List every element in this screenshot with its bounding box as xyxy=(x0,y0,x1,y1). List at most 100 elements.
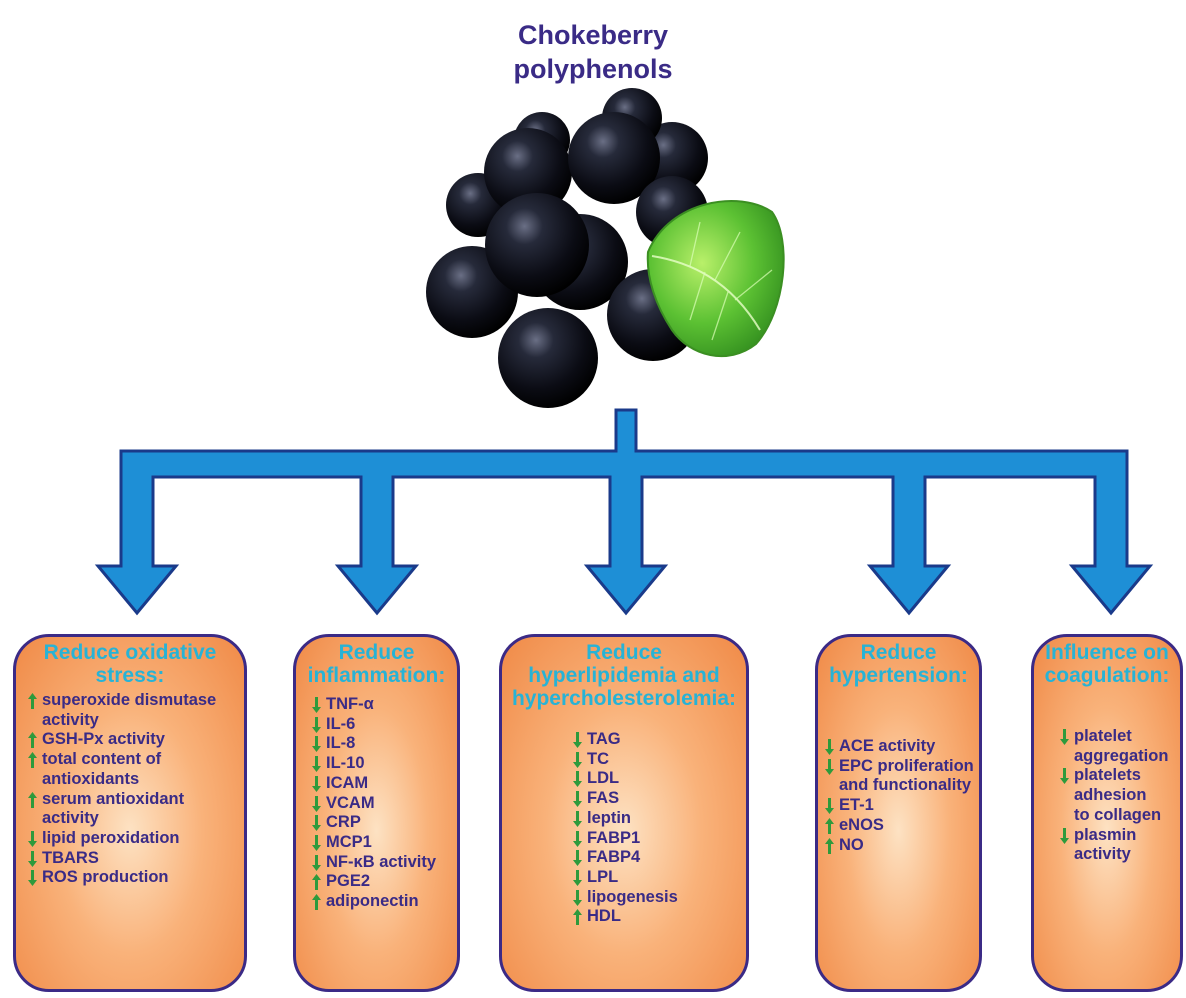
list-item: PGE2 xyxy=(312,872,457,892)
down-arrow-icon xyxy=(312,795,321,812)
box-heading: Reduce hyperlipidemia and hypercholester… xyxy=(502,641,746,710)
down-arrow-icon xyxy=(825,758,834,775)
box-heading: Reduce hypertension: xyxy=(818,641,979,687)
item-line: adhesion xyxy=(1074,786,1147,805)
item-line: activity xyxy=(1074,845,1131,864)
item-line: ICAM xyxy=(326,773,369,792)
item-line: GSH-Px activity xyxy=(42,730,165,749)
list-item: LDL xyxy=(573,769,746,789)
list-item: ACE activity xyxy=(825,737,979,757)
item-line: to collagen xyxy=(1074,805,1162,824)
list-item: GSH-Px activity xyxy=(28,730,244,750)
list-item: eNOS xyxy=(825,815,979,836)
list-item: IL-6 xyxy=(312,714,457,735)
list-item: ROS production xyxy=(28,868,244,888)
item-line: total content of xyxy=(42,750,162,769)
list-item: IL-8 xyxy=(312,734,457,754)
item-line: TC xyxy=(587,749,609,768)
box-heading: Influence on coagulation: xyxy=(1034,641,1180,687)
item-line: lipogenesis xyxy=(587,887,678,906)
diagram-title: Chokeberry polyphenols xyxy=(443,18,743,86)
title-line-2: polyphenols xyxy=(513,54,673,84)
list-item: IL-10 xyxy=(312,754,457,774)
list-item: lipogenesis xyxy=(573,887,746,908)
item-line: PGE2 xyxy=(326,872,371,891)
item-line: LPL xyxy=(587,867,619,886)
heading-line: stress: xyxy=(95,664,165,687)
down-arrow-icon xyxy=(312,716,321,733)
item-line: IL-6 xyxy=(326,714,356,733)
up-arrow-icon xyxy=(825,817,834,834)
down-arrow-icon xyxy=(573,732,582,748)
item-line: LDL xyxy=(587,769,620,788)
heading-line: Reduce xyxy=(338,641,415,664)
down-arrow-icon xyxy=(573,751,582,768)
list-item: TAG xyxy=(573,730,746,750)
list-item: ICAM xyxy=(312,773,457,794)
item-line: aggregation xyxy=(1074,746,1169,765)
item-line: leptin xyxy=(587,808,631,827)
heading-line: Reduce oxidative xyxy=(43,641,217,664)
item-line: IL-8 xyxy=(326,734,356,753)
item-line: platelets xyxy=(1074,766,1141,785)
list-item: TBARS xyxy=(28,848,244,869)
item-line: platelet xyxy=(1074,727,1132,745)
item-line: activity xyxy=(42,710,99,729)
list-item: FAS xyxy=(573,789,746,809)
item-line: TBARS xyxy=(42,848,99,867)
item-line: ACE activity xyxy=(839,737,936,755)
item-line: NF-κB activity xyxy=(326,852,437,871)
item-line: FABP4 xyxy=(587,848,641,867)
heading-line: Influence on xyxy=(1045,641,1169,664)
up-arrow-icon xyxy=(825,837,834,854)
up-arrow-icon xyxy=(573,909,582,926)
down-arrow-icon xyxy=(28,850,37,867)
item-line: NO xyxy=(839,835,864,854)
box-hyperlipidemia: Reduce hyperlipidemia and hypercholester… xyxy=(499,634,749,992)
down-arrow-icon xyxy=(573,850,582,867)
down-arrow-icon xyxy=(573,771,582,788)
list-item: ET-1 xyxy=(825,796,979,816)
item-line: activity xyxy=(42,809,99,828)
list-item: CRP xyxy=(312,813,457,833)
item-line: FAS xyxy=(587,789,620,808)
list-item: lipid peroxidation xyxy=(28,828,244,849)
box-hypertension: Reduce hypertension: ACE activity EPC pr… xyxy=(815,634,982,992)
up-arrow-icon xyxy=(28,693,37,709)
title-line-1: Chokeberry xyxy=(517,20,669,50)
item-line: eNOS xyxy=(839,815,884,834)
box-heading: Reduce oxidative stress: xyxy=(16,641,244,687)
list-item: MCP1 xyxy=(312,833,457,853)
item-line: IL-10 xyxy=(326,754,365,773)
list-item: adiponectin xyxy=(312,892,457,912)
item-line: ET-1 xyxy=(839,796,874,815)
list-item: NO xyxy=(825,835,979,856)
down-arrow-icon xyxy=(573,810,582,827)
item-line: lipid peroxidation xyxy=(42,828,180,847)
item-line: TNF-α xyxy=(326,695,374,713)
item-line: plasmin xyxy=(1074,825,1137,844)
item-line: FABP1 xyxy=(587,828,641,847)
heading-line: hyperlipidemia and xyxy=(528,664,720,687)
branch-arrow-tree xyxy=(94,408,1154,616)
down-arrow-icon xyxy=(573,869,582,886)
item-line: VCAM xyxy=(326,793,375,812)
down-arrow-icon xyxy=(312,815,321,832)
list-item: FABP1 xyxy=(573,828,746,849)
list-item: leptin xyxy=(573,808,746,829)
item-line: HDL xyxy=(587,907,621,926)
down-arrow-icon xyxy=(312,697,321,713)
list-item: NF-κB activity xyxy=(312,852,457,873)
down-arrow-icon xyxy=(1060,827,1069,844)
heading-line: coagulation: xyxy=(1044,664,1170,687)
heading-line: Reduce xyxy=(860,641,937,664)
heading-line: Reduce xyxy=(586,641,662,664)
heading-line: hypertension: xyxy=(829,664,968,687)
down-arrow-icon xyxy=(825,798,834,815)
